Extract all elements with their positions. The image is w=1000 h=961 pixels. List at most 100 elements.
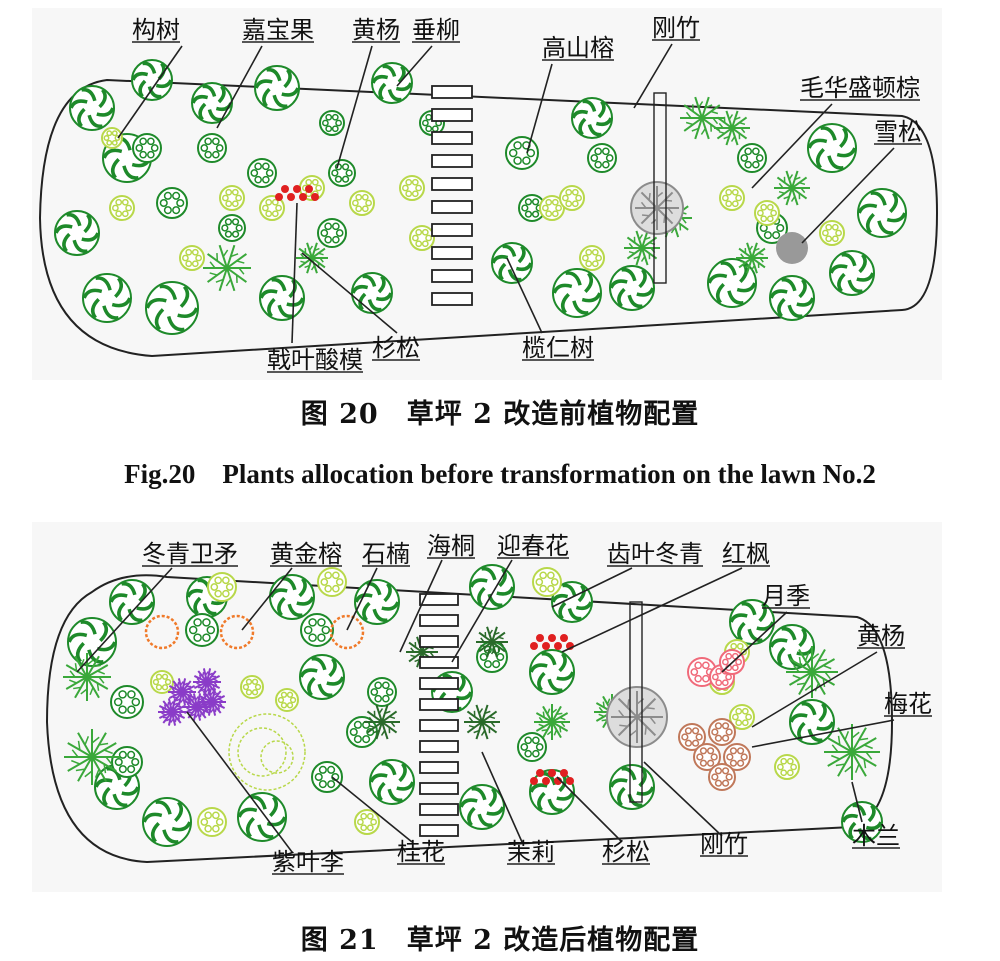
- stepping-stones: [419, 593, 459, 837]
- palm-symbol: [63, 653, 111, 701]
- plant-label-text: 毛华盛顿棕: [800, 74, 920, 102]
- shrub-symbol: [218, 214, 246, 242]
- plant-label: 黄杨: [336, 16, 400, 169]
- shrub-symbol: [354, 809, 380, 835]
- plant-label: 杉松: [556, 776, 650, 866]
- shrub-symbol: [819, 220, 845, 246]
- shrub-symbol: [774, 754, 800, 780]
- stepping-stone: [419, 761, 459, 774]
- lawn-outline: [38, 78, 939, 358]
- shrub-symbol: [317, 218, 347, 248]
- plant-label-text: 黄金榕: [270, 540, 342, 568]
- tree-symbol: [776, 232, 808, 264]
- stepping-stone: [431, 200, 473, 214]
- plant-label-text: 木兰: [852, 822, 900, 850]
- flower-shrub-symbol: [329, 614, 365, 650]
- plant-label-text: 月季: [762, 582, 810, 610]
- shrub-symbol: [319, 110, 345, 136]
- plant-label-text: 茉莉: [507, 838, 555, 866]
- plant-label: 垂柳: [396, 16, 460, 87]
- plant-label-text: 刚竹: [700, 830, 748, 858]
- plant-label-text: 冬青卫矛: [142, 540, 238, 568]
- palm-symbol: [193, 668, 221, 696]
- palm-symbol: [786, 646, 838, 698]
- tree-symbol: [82, 273, 132, 323]
- shrub-symbol: [317, 567, 347, 597]
- figure-21-caption-cn: 图 21 草坪 2 改造后植物配置: [300, 925, 700, 956]
- palm-symbol: [476, 626, 508, 658]
- shrub-symbol: [708, 763, 736, 791]
- flower-symbol: [530, 634, 574, 650]
- shrub-symbol: [132, 133, 162, 163]
- plant-label-text: 齿叶冬青: [607, 540, 703, 568]
- shrub-symbol: [729, 704, 755, 730]
- palm-symbol: [198, 688, 226, 716]
- stepping-stone: [431, 223, 473, 237]
- plant-label-text: 迎春花: [497, 532, 569, 560]
- flower-symbol: [275, 185, 319, 201]
- plant-label-text: 海桐: [427, 532, 475, 560]
- tree-symbol: [369, 759, 415, 805]
- plant-label-text: 构树: [132, 16, 180, 44]
- shrub-symbol: [311, 761, 343, 793]
- shrub-symbol: [399, 175, 425, 201]
- flower-shrub-symbol: [228, 713, 306, 791]
- tree-symbol: [145, 281, 199, 335]
- shrub-symbol: [349, 190, 375, 216]
- tree-symbol: [54, 210, 100, 256]
- plant-label-text: 榄仁树: [522, 334, 594, 362]
- stepping-stone: [419, 656, 459, 669]
- plant-label: 刚竹: [643, 761, 748, 858]
- shrub-symbol: [579, 245, 605, 271]
- tree-symbol: [829, 250, 875, 296]
- palm-symbol: [534, 704, 570, 740]
- planting-plan-after: 冬青卫矛黄金榕石楠海桐迎春花齿叶冬青红枫月季黄杨梅花木兰紫叶李桂花茉莉杉松刚竹: [45, 532, 932, 876]
- shrub-symbol: [275, 688, 299, 712]
- plant-label-text: 紫叶李: [272, 848, 344, 876]
- shrub-symbol: [328, 159, 356, 187]
- plant-label-text: 梅花: [884, 690, 932, 718]
- plant-label-text: 石楠: [362, 540, 410, 568]
- plant-label: 戟叶酸模: [267, 202, 363, 374]
- shrub-symbol: [532, 567, 562, 597]
- palm-symbol: [824, 724, 880, 780]
- tree-symbol: [571, 97, 613, 139]
- plant-label-text: 雪松: [874, 118, 922, 146]
- plant-label: 构树: [117, 16, 183, 139]
- shrub-symbol: [219, 185, 245, 211]
- stepping-stone: [431, 269, 473, 283]
- tree-symbol: [371, 62, 413, 104]
- plant-label: 黄金榕: [241, 540, 342, 631]
- palm-symbol: [296, 242, 328, 274]
- shrub-symbol: [754, 200, 780, 226]
- tree-symbol: [351, 272, 393, 314]
- plant-label: 杉松: [301, 252, 420, 362]
- stepping-stone: [419, 698, 459, 711]
- stepping-stone: [431, 85, 473, 99]
- shrub-symbol: [197, 807, 227, 837]
- tree-symbol: [254, 65, 300, 111]
- tree-symbol: [259, 275, 305, 321]
- tree-symbol: [609, 764, 655, 810]
- tree-symbol: [789, 699, 835, 745]
- plant-label: 黄杨: [751, 622, 905, 728]
- plant-label: 月季: [721, 582, 810, 673]
- shrub-symbol: [247, 158, 277, 188]
- shrub-symbol: [259, 195, 285, 221]
- shrub-symbol: [723, 743, 751, 771]
- stepping-stone: [431, 246, 473, 260]
- plant-symbols: [63, 564, 883, 847]
- palm-symbol: [464, 704, 500, 740]
- tree-symbol: [131, 59, 173, 101]
- palm-symbol: [611, 691, 663, 743]
- shrub-symbol: [505, 136, 539, 170]
- shrub-symbol: [539, 195, 565, 221]
- shrub-symbol: [150, 670, 174, 694]
- shrub-symbol: [101, 127, 123, 149]
- shrub-symbol: [367, 677, 397, 707]
- plant-label: 高山榕: [526, 34, 614, 154]
- palm-symbol: [64, 729, 120, 785]
- plant-label-text: 红枫: [722, 540, 770, 568]
- shrub-symbol: [719, 185, 745, 211]
- shrub-symbol: [111, 746, 143, 778]
